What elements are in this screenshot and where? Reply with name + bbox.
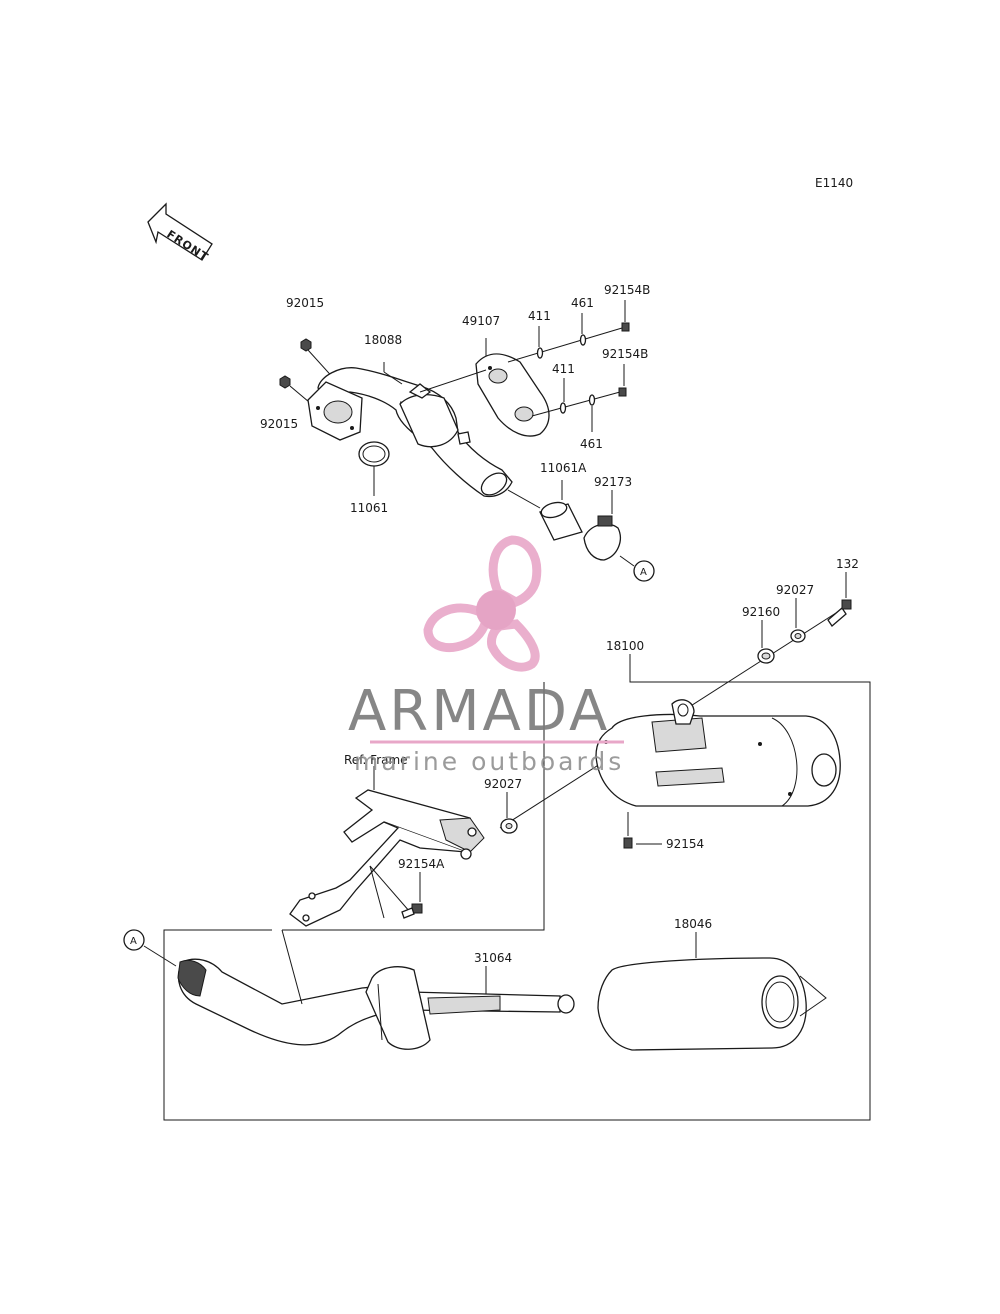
- leader: [507, 489, 541, 509]
- label-92154a: 92154A: [398, 857, 445, 871]
- muffler-18100: [595, 699, 841, 807]
- watermark-tagline: marine outboards: [354, 747, 624, 776]
- washer-461-top: [579, 334, 587, 346]
- washer-411-top: [536, 347, 544, 359]
- label-92015-left: 92015: [260, 417, 298, 431]
- label-92154b-top: 92154B: [604, 283, 650, 297]
- connector-pipe-11061a: [539, 501, 583, 541]
- callout-a-top: A: [633, 560, 655, 582]
- leader: [369, 865, 411, 913]
- label-92160: 92160: [742, 605, 780, 619]
- label-18088: 18088: [364, 333, 402, 347]
- bolt-axis-top: [507, 327, 623, 363]
- washer-92027-top: [790, 629, 806, 643]
- clamp-92173: [583, 515, 621, 561]
- label-18046: 18046: [674, 917, 712, 931]
- label-411-top: 411: [528, 309, 551, 323]
- svg-text:A: A: [130, 936, 137, 947]
- washer-461-bottom: [588, 394, 596, 406]
- muffler-sleeve-18046: [597, 957, 807, 1051]
- assembly-bracket-frame: [163, 654, 871, 1121]
- label-92154: 92154: [666, 837, 704, 851]
- bolt-92154a: [401, 903, 423, 919]
- bolt-axis-bottom: [531, 391, 621, 417]
- label-92154b-bottom: 92154B: [602, 347, 648, 361]
- propeller-logo: [423, 535, 542, 672]
- label-461-top: 461: [571, 296, 594, 310]
- bolt-92154: [623, 837, 633, 849]
- bolt-92154b-top: [621, 322, 630, 332]
- heat-guard-49107: [475, 353, 550, 437]
- label-132: 132: [836, 557, 859, 571]
- leader: [383, 371, 403, 385]
- leader: [143, 945, 177, 967]
- inner-pipe-31064: [177, 958, 575, 1050]
- front-arrow-icon: FRONT: [147, 202, 213, 264]
- leader: [369, 865, 385, 919]
- bolt-132: [827, 599, 852, 627]
- label-411-bottom: 411: [552, 362, 575, 376]
- leader: [799, 975, 827, 1017]
- ref-frame-subframe: [289, 789, 485, 927]
- damper-92160: [757, 648, 775, 664]
- label-18100: 18100: [606, 639, 644, 653]
- assembly-bracket-inner: [282, 682, 545, 931]
- label-92015-top: 92015: [286, 296, 324, 310]
- label-92027-mid: 92027: [484, 777, 522, 791]
- label-31064: 31064: [474, 951, 512, 965]
- label-11061: 11061: [350, 501, 388, 515]
- exhaust-header-pipe-18088: [307, 367, 513, 498]
- label-ref-frame: Ref. Frame: [344, 753, 408, 767]
- leader: [419, 369, 487, 393]
- label-49107: 49107: [462, 314, 500, 328]
- washer-411-bottom: [559, 402, 567, 414]
- callout-a-bottom: A: [123, 929, 145, 951]
- watermark-brand: ARMADA: [348, 679, 610, 744]
- diagram-code: E1140: [815, 176, 853, 190]
- label-11061a: 11061A: [540, 461, 587, 475]
- leader: [281, 929, 303, 1005]
- bolt-92154b-bottom: [618, 387, 627, 397]
- leader: [619, 555, 635, 567]
- label-92027-top: 92027: [776, 583, 814, 597]
- washer-92027-mid: [500, 818, 518, 834]
- label-92173: 92173: [594, 475, 632, 489]
- svg-text:A: A: [640, 567, 647, 578]
- label-461-bottom: 461: [580, 437, 603, 451]
